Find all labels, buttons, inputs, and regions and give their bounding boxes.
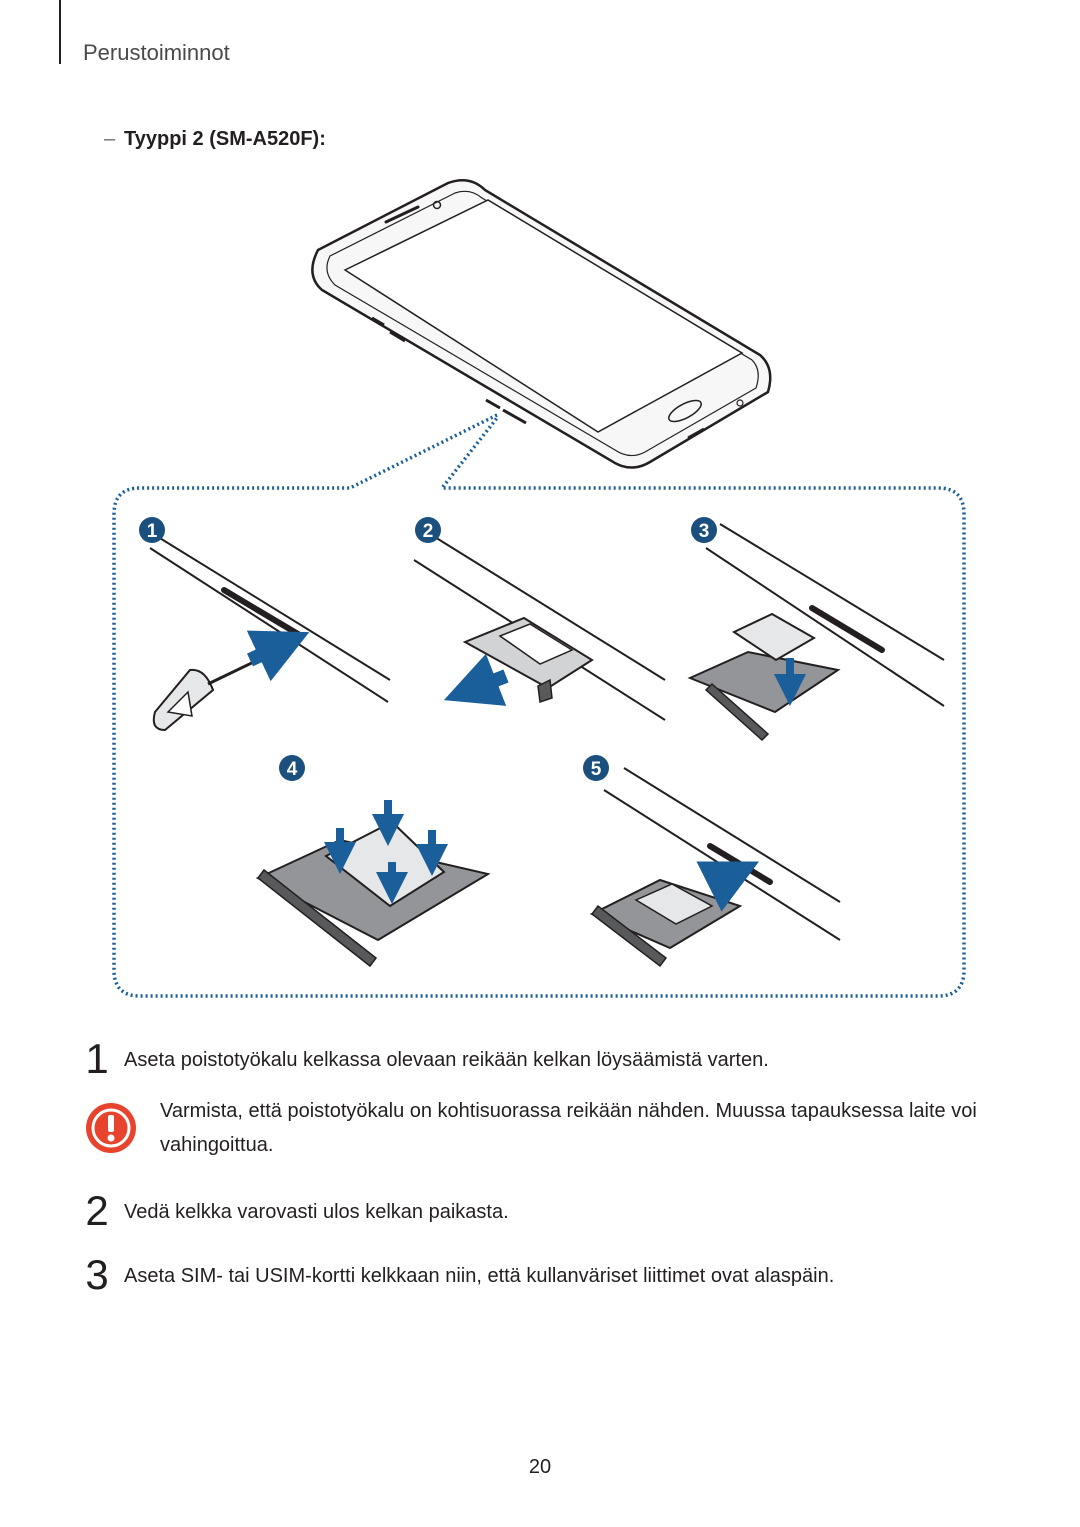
badge-2: 2 [415, 517, 441, 543]
step-number: 2 [85, 1187, 109, 1234]
badge-5: 5 [583, 755, 609, 781]
callout-outline [112, 413, 966, 998]
caution-text: Varmista, että poistotyökalu on kohtisuo… [160, 1100, 977, 1156]
svg-text:5: 5 [591, 759, 602, 780]
badge-4: 4 [279, 755, 305, 781]
caution-icon [86, 1103, 136, 1153]
subheading-dash: – [104, 128, 116, 150]
svg-text:3: 3 [699, 521, 710, 542]
header-rule [59, 0, 61, 64]
step-badges: 1 2 3 4 5 [139, 517, 717, 781]
svg-text:4: 4 [287, 759, 298, 780]
step-text: Vedä kelkka varovasti ulos kelkan paikas… [124, 1201, 509, 1223]
subheading-label: Tyyppi 2 (SM-A520F): [124, 128, 326, 150]
panel-2-pull-out-tray [413, 533, 666, 721]
panel-1-insert-eject-pin [149, 531, 391, 732]
subheading: – Tyyppi 2 (SM-A520F): [104, 128, 326, 151]
step-text: Aseta poistotyökalu kelkassa olevaan rei… [124, 1049, 769, 1071]
phone-drawing [311, 178, 772, 469]
step-number: 1 [85, 1035, 109, 1082]
panel-5-insert-tray [589, 767, 841, 968]
section-header: Perustoiminnot [83, 40, 230, 65]
step-text: Aseta SIM- tai USIM-kortti kelkkaan niin… [124, 1265, 835, 1287]
step-number: 3 [85, 1251, 109, 1298]
sim-tray-illustration: 1 2 3 4 5 [112, 178, 966, 998]
panel-3-place-sim [687, 523, 945, 742]
badge-3: 3 [691, 517, 717, 543]
panel-4-place-card [255, 800, 491, 968]
svg-text:1: 1 [147, 521, 158, 542]
page-number: 20 [528, 1456, 552, 1478]
badge-1: 1 [139, 517, 165, 543]
svg-text:2: 2 [423, 521, 434, 542]
